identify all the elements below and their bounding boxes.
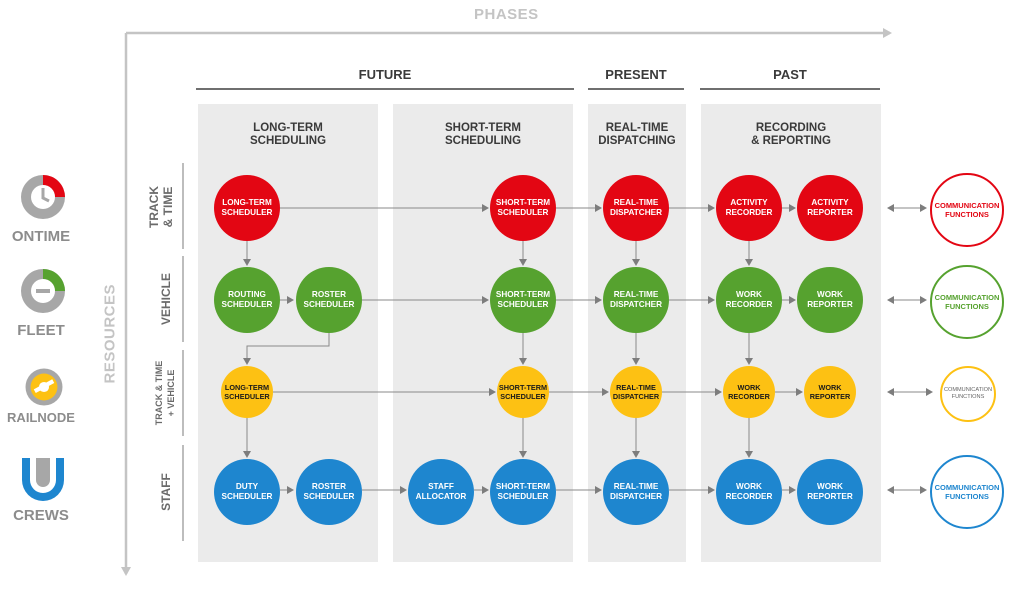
phases-axis-label: PHASES: [474, 6, 539, 23]
row-divider-staff: [182, 445, 184, 541]
phase-future-line: [196, 88, 574, 90]
railnode-logo-icon: [25, 368, 63, 406]
fleet-label: FLEET: [17, 322, 65, 339]
railnode-label: RAILNODE: [7, 410, 75, 425]
phase-present-line: [588, 88, 684, 90]
column-title-recording: RECORDING& REPORTING: [751, 122, 831, 147]
crews-logo-icon: [22, 458, 64, 501]
row-divider-track-vehicle: [182, 350, 184, 436]
ontime-label: ONTIME: [11, 228, 71, 245]
phase-past-line: [700, 88, 880, 90]
phase-past: PAST: [773, 67, 807, 82]
ontime-logo-icon: [21, 175, 65, 219]
connector-v-roster-to-tv: [243, 333, 330, 365]
phase-future: FUTURE: [358, 67, 412, 82]
fleet-logo-icon: [21, 269, 65, 313]
row-divider-vehicle: [182, 256, 184, 342]
row-divider-track-time: [182, 163, 184, 249]
phase-present: PRESENT: [605, 67, 667, 82]
crews-label: CREWS: [13, 507, 69, 524]
